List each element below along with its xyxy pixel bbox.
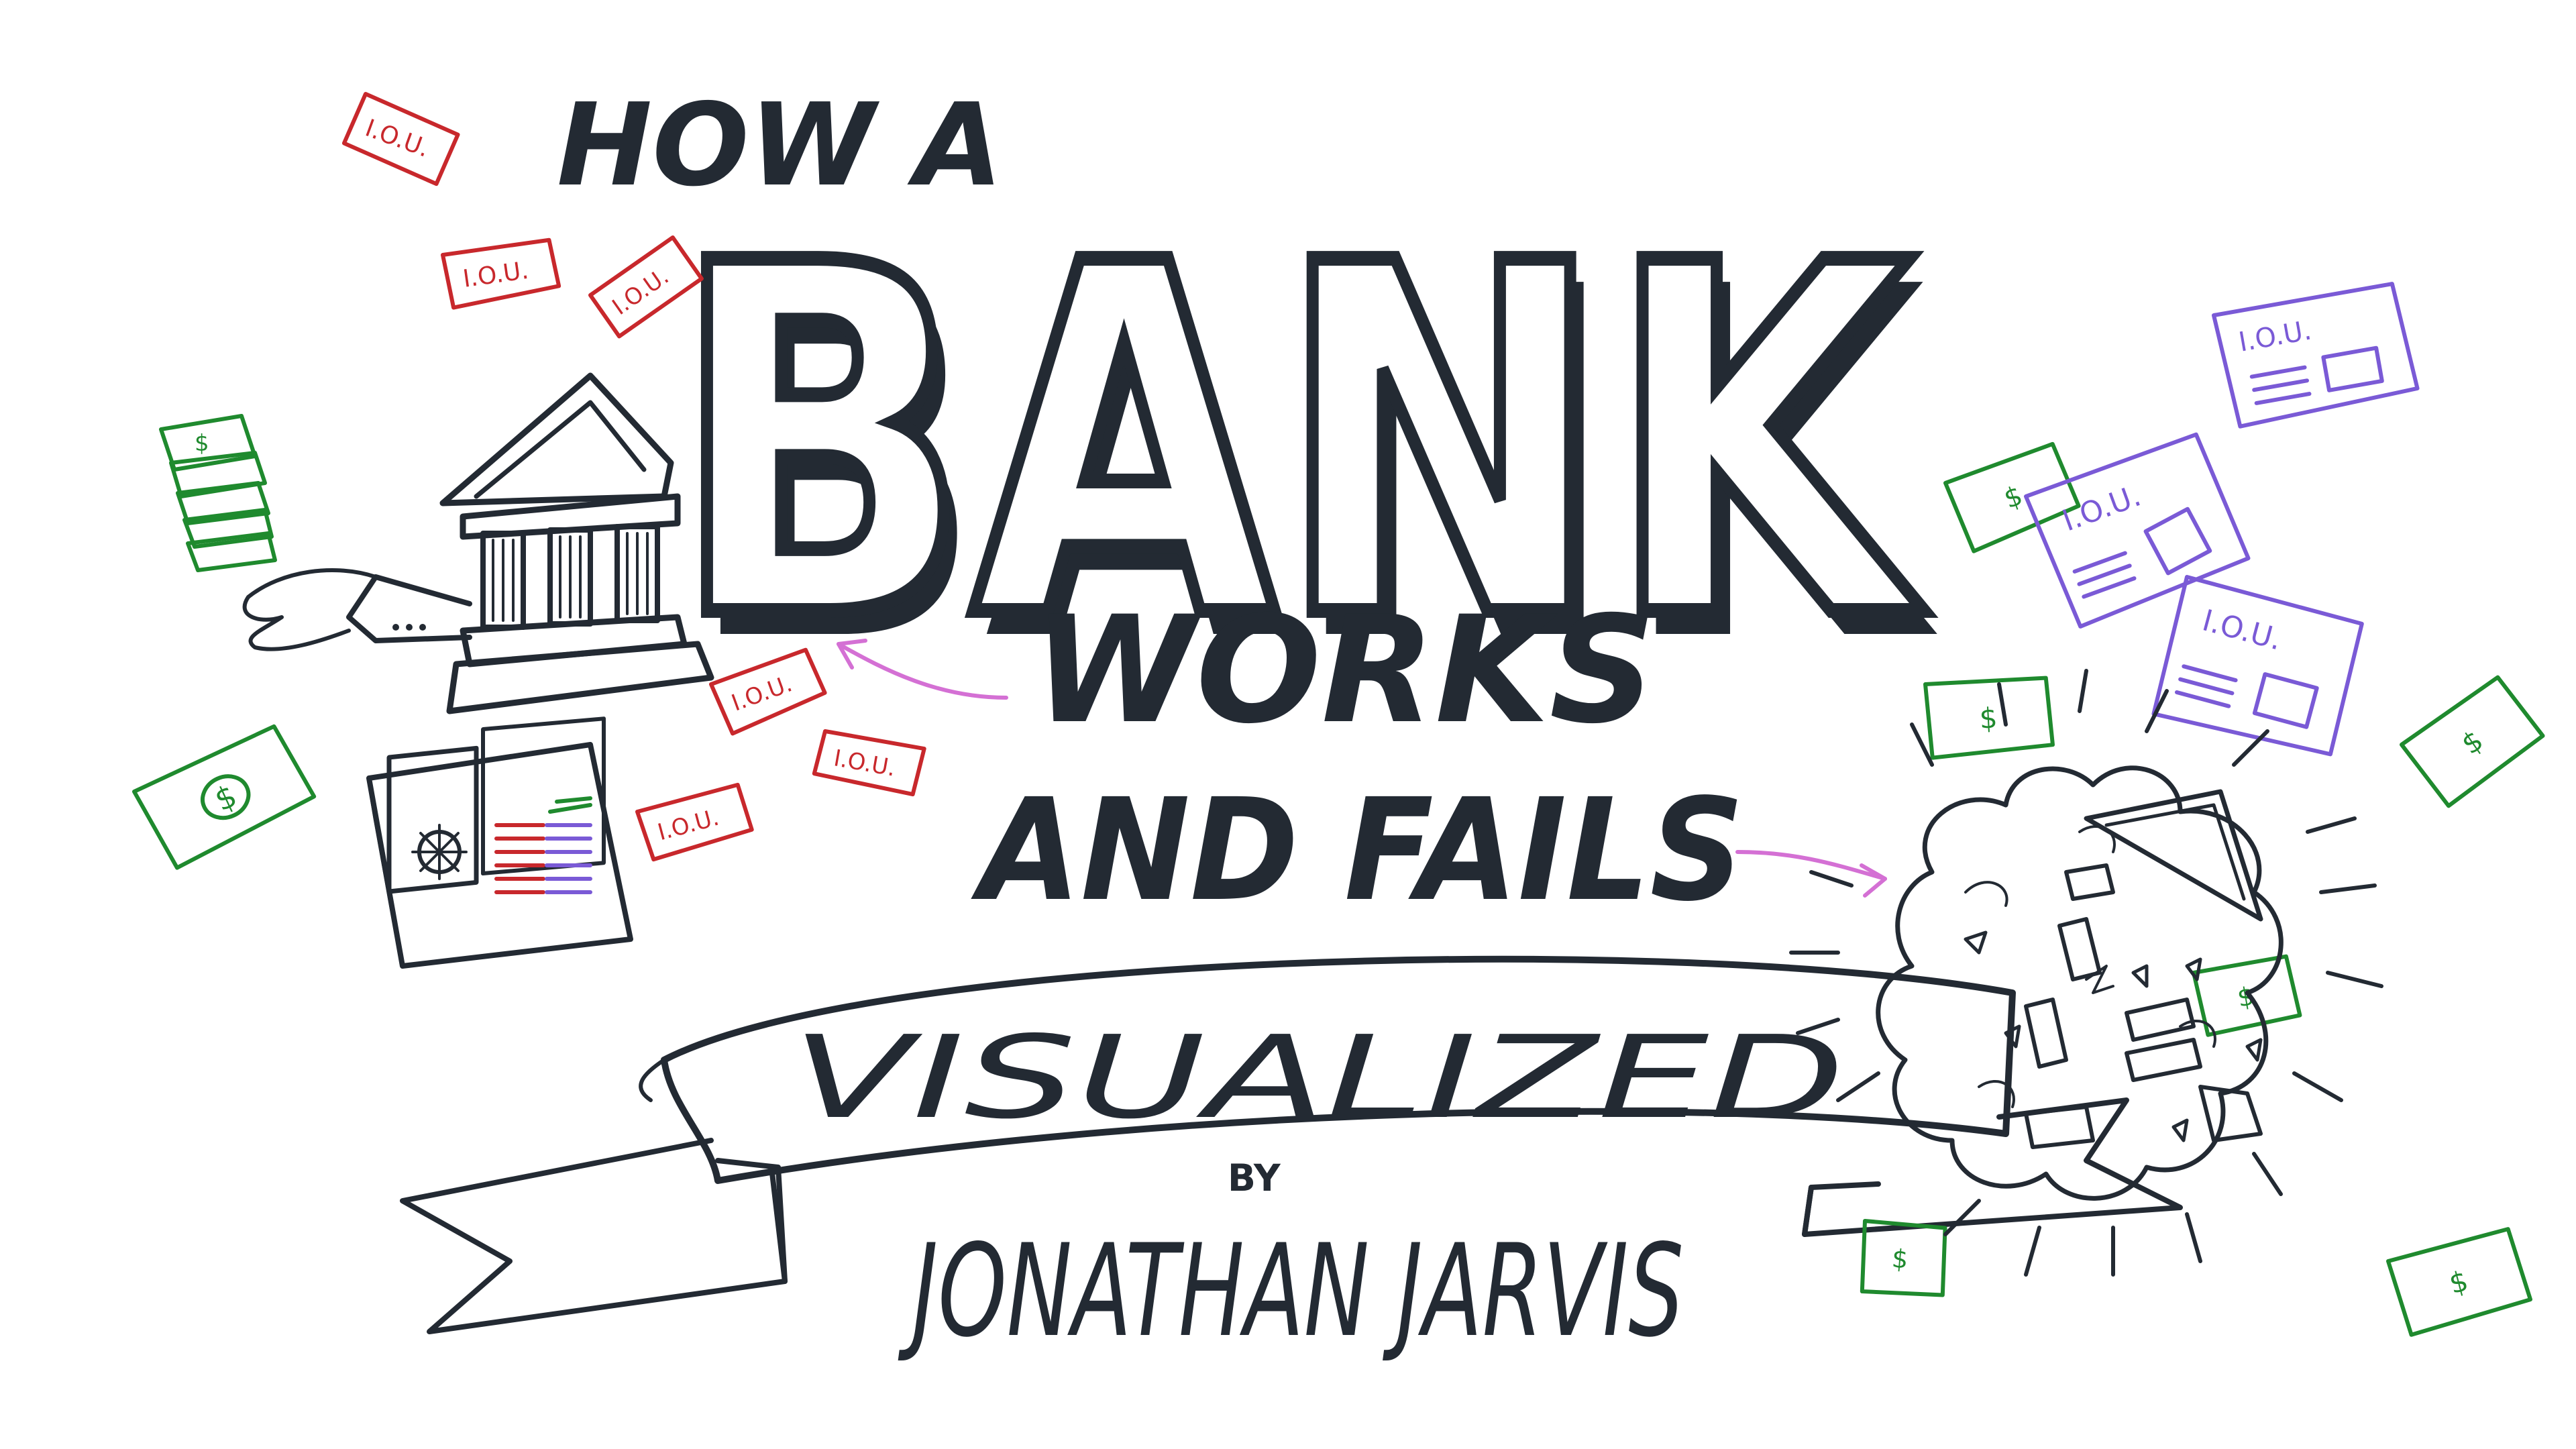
dollar-bill-left: $	[132, 724, 317, 870]
bank-explosion	[1789, 669, 2383, 1277]
iou-label: I.O.U.	[608, 263, 674, 321]
title-and-fails: AND FAILS	[971, 768, 1744, 932]
dollar-bill-r2: $	[1923, 676, 2055, 760]
dollar-sign: $	[2455, 724, 2489, 761]
iou-label: I.O.U.	[462, 257, 531, 293]
dollar-bill-r5: $	[1860, 1219, 1947, 1297]
dollar-sign: $	[2000, 480, 2027, 515]
bank-columns	[480, 524, 660, 630]
bank-building	[439, 372, 714, 714]
bond-label: I.O.U.	[2237, 315, 2314, 358]
arrow-works-to-bank	[837, 639, 1008, 700]
banner-text: VISUALIZED	[792, 1012, 1845, 1144]
iou-note-1: I.O.U.	[341, 92, 460, 186]
cash-stack-label: $	[195, 430, 209, 457]
iou-label: I.O.U.	[832, 745, 898, 782]
dollar-sign: $	[209, 777, 242, 818]
title-works: WORKS	[1033, 584, 1656, 756]
vault-contents	[494, 796, 592, 894]
bank-arm-hand	[242, 568, 472, 651]
dollar-bill-r3: $	[2400, 675, 2545, 808]
title-bank: BANK BANK	[663, 155, 1940, 748]
byline-author: JONATHAN JARVIS	[898, 1217, 1684, 1365]
bond-certificate-3: I.O.U.	[2151, 575, 2364, 757]
vault-safe	[366, 716, 633, 969]
dollar-bill-r1: $	[1943, 441, 2081, 553]
bond-certificate-1: I.O.U.	[2212, 282, 2420, 429]
title-bank-shadow: BANK	[684, 186, 1940, 748]
dollar-sign: $	[1979, 701, 1998, 735]
dollar-sign: $	[2446, 1264, 2472, 1300]
iou-note-2: I.O.U.	[441, 237, 561, 310]
bond-label: I.O.U.	[2199, 603, 2286, 657]
dollar-bill-r6: $	[2386, 1227, 2532, 1337]
ribbon-banner	[400, 955, 2183, 1334]
arrow-fails-to-explosion	[1735, 850, 1887, 898]
byline-by: BY	[1228, 1157, 1281, 1199]
title-how-a: HOW A	[557, 79, 1003, 212]
dollar-sign: $	[1890, 1244, 1909, 1275]
iou-note-6: I.O.U.	[635, 782, 754, 862]
cash-stack-left: $	[159, 414, 277, 572]
title-bank-face: BANK	[671, 162, 1927, 724]
